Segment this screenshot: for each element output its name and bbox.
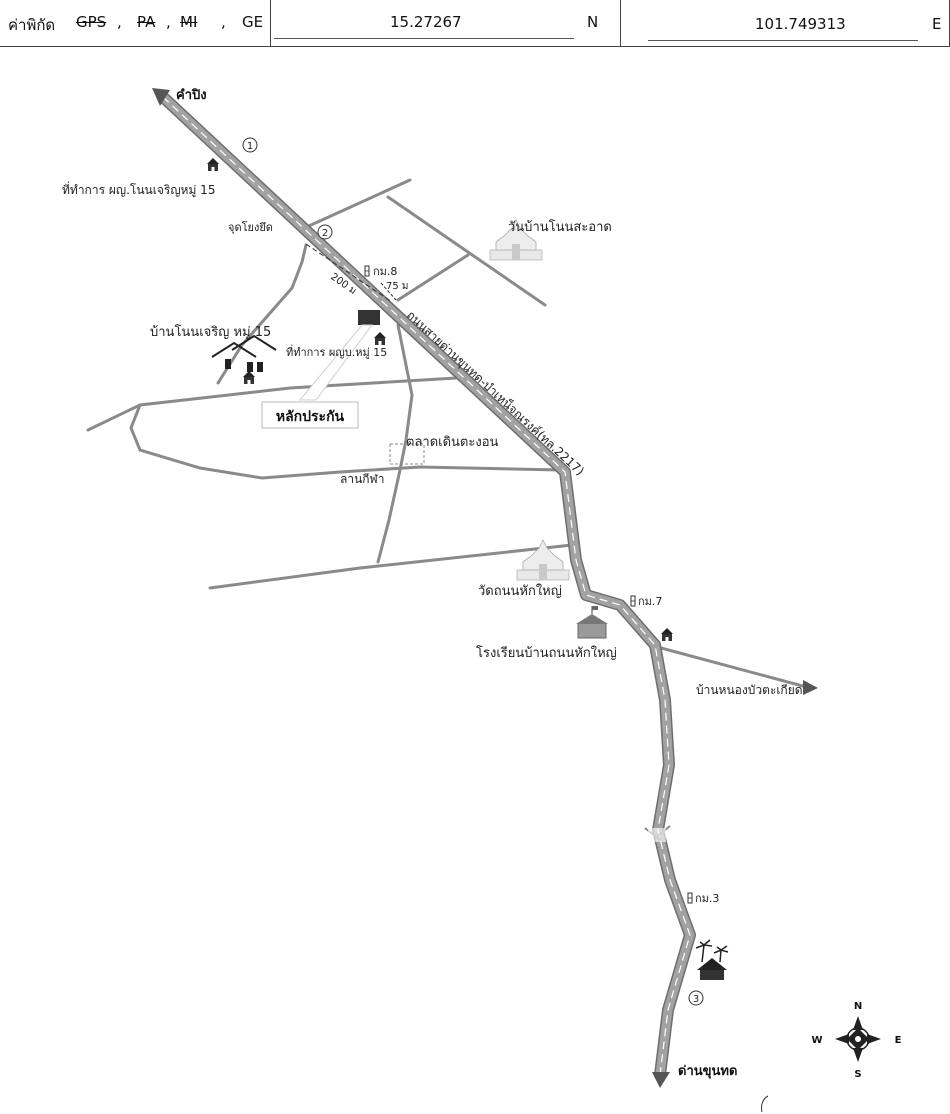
bridge-icon bbox=[644, 825, 671, 842]
marker-2: 2 bbox=[317, 224, 333, 240]
highway-lane bbox=[162, 96, 691, 1076]
minor-roads bbox=[86, 178, 812, 690]
latitude-direction: N bbox=[587, 13, 599, 31]
compass-s: S bbox=[854, 1069, 861, 1080]
marker-3: 3 bbox=[688, 990, 704, 1006]
house-icon-office-top bbox=[207, 158, 219, 171]
coord-system-gps: GPS bbox=[76, 13, 107, 31]
coord-system-mi: MI bbox=[180, 13, 198, 31]
road-temple-link bbox=[396, 253, 470, 302]
label-km7: กม.7 bbox=[638, 595, 662, 608]
latitude-underline bbox=[274, 38, 574, 39]
handwriting-mark bbox=[761, 1095, 769, 1112]
north-arrow-head bbox=[152, 88, 170, 106]
road-temple-north bbox=[386, 195, 547, 307]
road-village-west bbox=[216, 243, 308, 385]
house-icon-village bbox=[243, 371, 255, 384]
km-post-icon-8 bbox=[364, 265, 370, 277]
compass-rose-icon: N S E W bbox=[811, 1001, 901, 1080]
label-school: โรงเรียนบ้านถนนหักใหญ่ bbox=[476, 645, 617, 661]
label-dan-khun-thot: ด่านขุนทด bbox=[678, 1064, 737, 1079]
label-office-top: ที่ทำการ ผญ.โนนเจริญหมู่ 15 bbox=[62, 181, 215, 198]
road-village-south bbox=[86, 376, 458, 432]
coord-sep-2: , bbox=[166, 13, 171, 31]
marker-1: 1 bbox=[242, 137, 258, 153]
label-distance-75: 75 ม bbox=[386, 281, 409, 292]
market-icon bbox=[389, 443, 425, 465]
road-central bbox=[376, 323, 414, 564]
label-temple-thanon: วัดถนนหักใหญ่ bbox=[478, 583, 562, 599]
label-km3: กม.3 bbox=[695, 892, 719, 905]
coord-system-cell: ค่าพิกัด GPS , PA , MI , GE bbox=[0, 0, 271, 46]
nong-bua-arrow bbox=[803, 680, 818, 695]
label-office-mid: ที่ทำการ ผญบ.หมู่ 15 bbox=[286, 344, 387, 359]
latitude-value: 15.27267 bbox=[390, 13, 462, 31]
palm-trees-icon bbox=[695, 939, 729, 980]
compass-e: E bbox=[895, 1035, 902, 1046]
compass-w: W bbox=[811, 1035, 822, 1046]
road-field-loop bbox=[129, 403, 562, 480]
collateral-box bbox=[261, 401, 359, 429]
coord-system-pa: PA bbox=[137, 13, 156, 31]
label-nong-bua: บ้านหนองบัวตะเกียด bbox=[696, 683, 803, 697]
longitude-cell: 101.749313 E bbox=[620, 0, 950, 46]
collateral-parcel bbox=[358, 310, 380, 325]
svg-text:2: 2 bbox=[322, 228, 328, 239]
highway bbox=[158, 92, 695, 1080]
label-market: ตลาดเดินตะงอน bbox=[406, 435, 499, 450]
road-nong-bua bbox=[648, 643, 812, 690]
longitude-value: 101.749313 bbox=[755, 15, 846, 33]
label-village: บ้านโนนเจริญ หมู่ 15 bbox=[150, 324, 271, 340]
svg-text:1: 1 bbox=[247, 141, 253, 152]
village-houses-icon bbox=[211, 334, 277, 372]
longitude-underline bbox=[648, 40, 918, 41]
svg-text:3: 3 bbox=[693, 994, 699, 1005]
road-south-cross bbox=[208, 543, 574, 590]
location-map: หลักประกัน 1 2 3 bbox=[62, 87, 902, 1112]
latitude-cell: 15.27267 N bbox=[270, 0, 621, 46]
south-arrow-head bbox=[652, 1072, 670, 1088]
longitude-direction: E bbox=[932, 15, 942, 33]
school-icon bbox=[576, 606, 608, 639]
house-icon-roadside bbox=[661, 628, 673, 641]
label-checkpoint: จุดโยงยึด bbox=[228, 220, 273, 234]
label-temple-nonsa-at: วันบ้านโนนสะอาด bbox=[508, 219, 612, 235]
road-nw-spur bbox=[298, 178, 412, 232]
label-km8: กม.8 bbox=[373, 265, 397, 278]
compass-n: N bbox=[854, 1001, 862, 1012]
coord-sep-1: , bbox=[117, 13, 122, 31]
coordinate-header: ค่าพิกัด GPS , PA , MI , GE 15.27267 N 1… bbox=[0, 0, 950, 47]
label-sports-field: ลานกีฬา bbox=[340, 472, 385, 486]
collateral-pointer bbox=[298, 324, 373, 401]
coord-label: ค่าพิกัด bbox=[8, 16, 56, 34]
label-kham-ping: คำปิง bbox=[176, 87, 207, 103]
coord-sep-3: , bbox=[221, 13, 226, 31]
distance-200-line bbox=[305, 243, 393, 303]
coord-system-ge: GE bbox=[242, 13, 264, 31]
highway-edge bbox=[157, 91, 696, 1081]
km-post-icon-7 bbox=[630, 595, 636, 607]
km-post-icon-3 bbox=[687, 892, 693, 904]
distance-75-line bbox=[380, 282, 397, 301]
collateral-label: หลักประกัน bbox=[276, 409, 345, 425]
label-road-name: ถนนสายด่านขุนทด-บำเหน็จณรงค์(ทล.2217) bbox=[403, 307, 587, 479]
house-icon-office-mid bbox=[374, 332, 386, 345]
